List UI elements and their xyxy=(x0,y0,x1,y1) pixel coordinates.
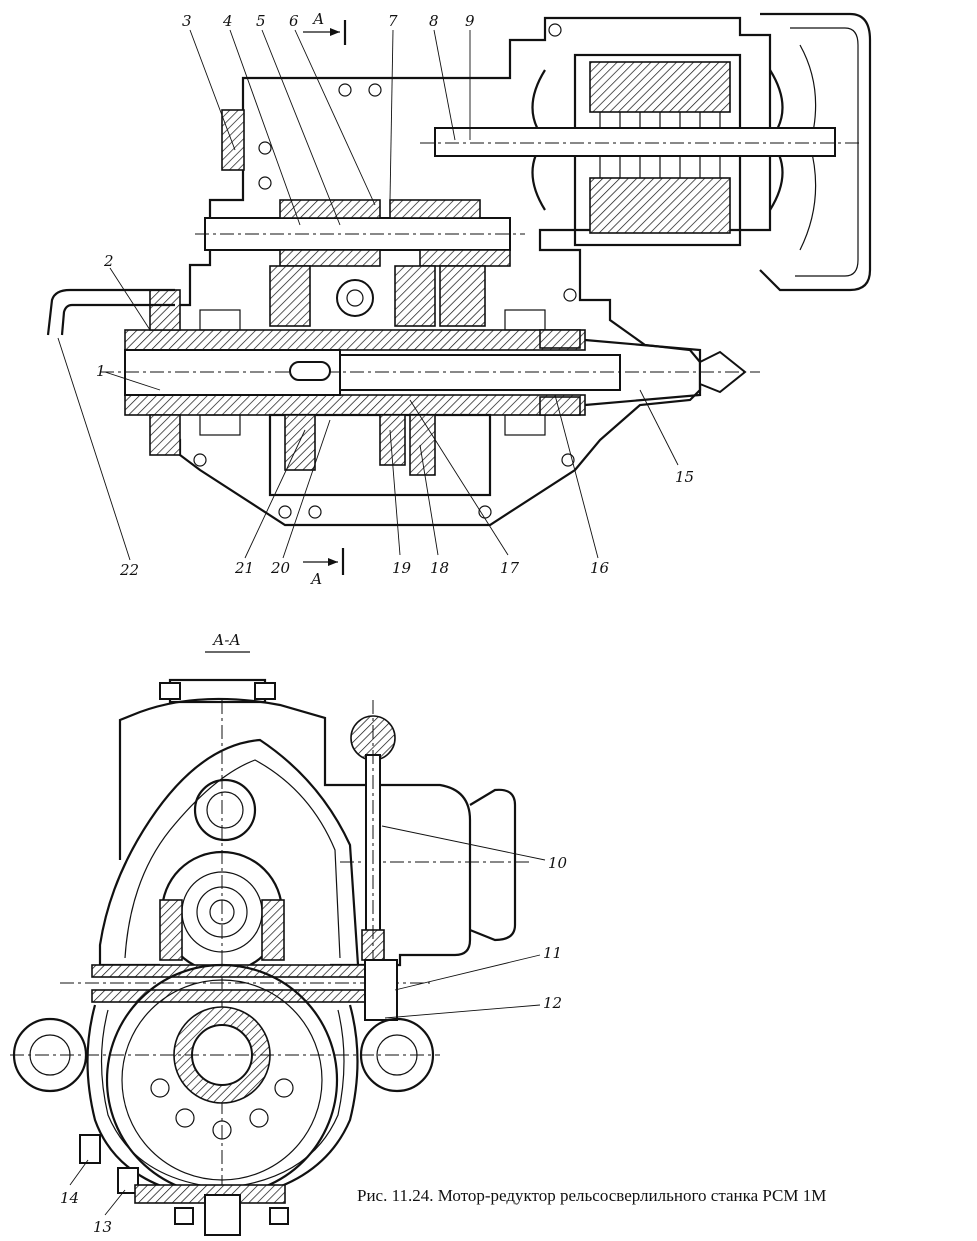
electric-motor xyxy=(420,12,872,292)
callout-14: 14 xyxy=(60,1189,79,1207)
section-label: А-А xyxy=(212,631,241,649)
callout-19: 19 xyxy=(392,559,412,577)
callout-5: 5 xyxy=(256,12,266,30)
callout-7: 7 xyxy=(388,12,398,30)
callout-17: 17 xyxy=(500,559,520,577)
callout-2: 2 xyxy=(103,252,114,270)
longitudinal-section-view: А А 3 4 xyxy=(46,10,872,588)
cross-section-view-a-a: А-А xyxy=(10,631,568,1236)
figure-caption: Рис. 11.24. Мотор-редуктор рельсосверлил… xyxy=(357,1186,827,1205)
callout-4: 4 xyxy=(222,12,233,30)
callout-13: 13 xyxy=(93,1218,112,1236)
callout-6: 6 xyxy=(289,12,299,30)
callout-8: 8 xyxy=(429,12,439,30)
callout-18: 18 xyxy=(430,559,449,577)
callout-11: 11 xyxy=(543,944,562,962)
spindle xyxy=(100,329,760,416)
callout-16: 16 xyxy=(590,559,610,577)
callout-15: 15 xyxy=(675,468,694,486)
section-cut-marker-top: А xyxy=(303,10,347,45)
callout-10: 10 xyxy=(548,854,568,872)
cut-label-top: А xyxy=(312,10,324,28)
leader-lines-bottom xyxy=(69,825,546,1216)
cut-label-bottom: А xyxy=(310,570,322,588)
section-cut-marker-bottom: А xyxy=(303,548,345,588)
feed-handle-rod xyxy=(46,288,175,336)
callout-22: 22 xyxy=(119,561,139,579)
callout-1: 1 xyxy=(96,362,106,380)
lever-handle xyxy=(350,700,396,990)
callout-20: 20 xyxy=(270,559,291,577)
callout-9: 9 xyxy=(465,12,475,30)
callout-21: 21 xyxy=(234,559,254,577)
motor-housing-outline xyxy=(118,697,472,967)
callout-12: 12 xyxy=(543,994,562,1012)
callout-3: 3 xyxy=(182,12,192,30)
leader-lines-top xyxy=(57,29,679,561)
